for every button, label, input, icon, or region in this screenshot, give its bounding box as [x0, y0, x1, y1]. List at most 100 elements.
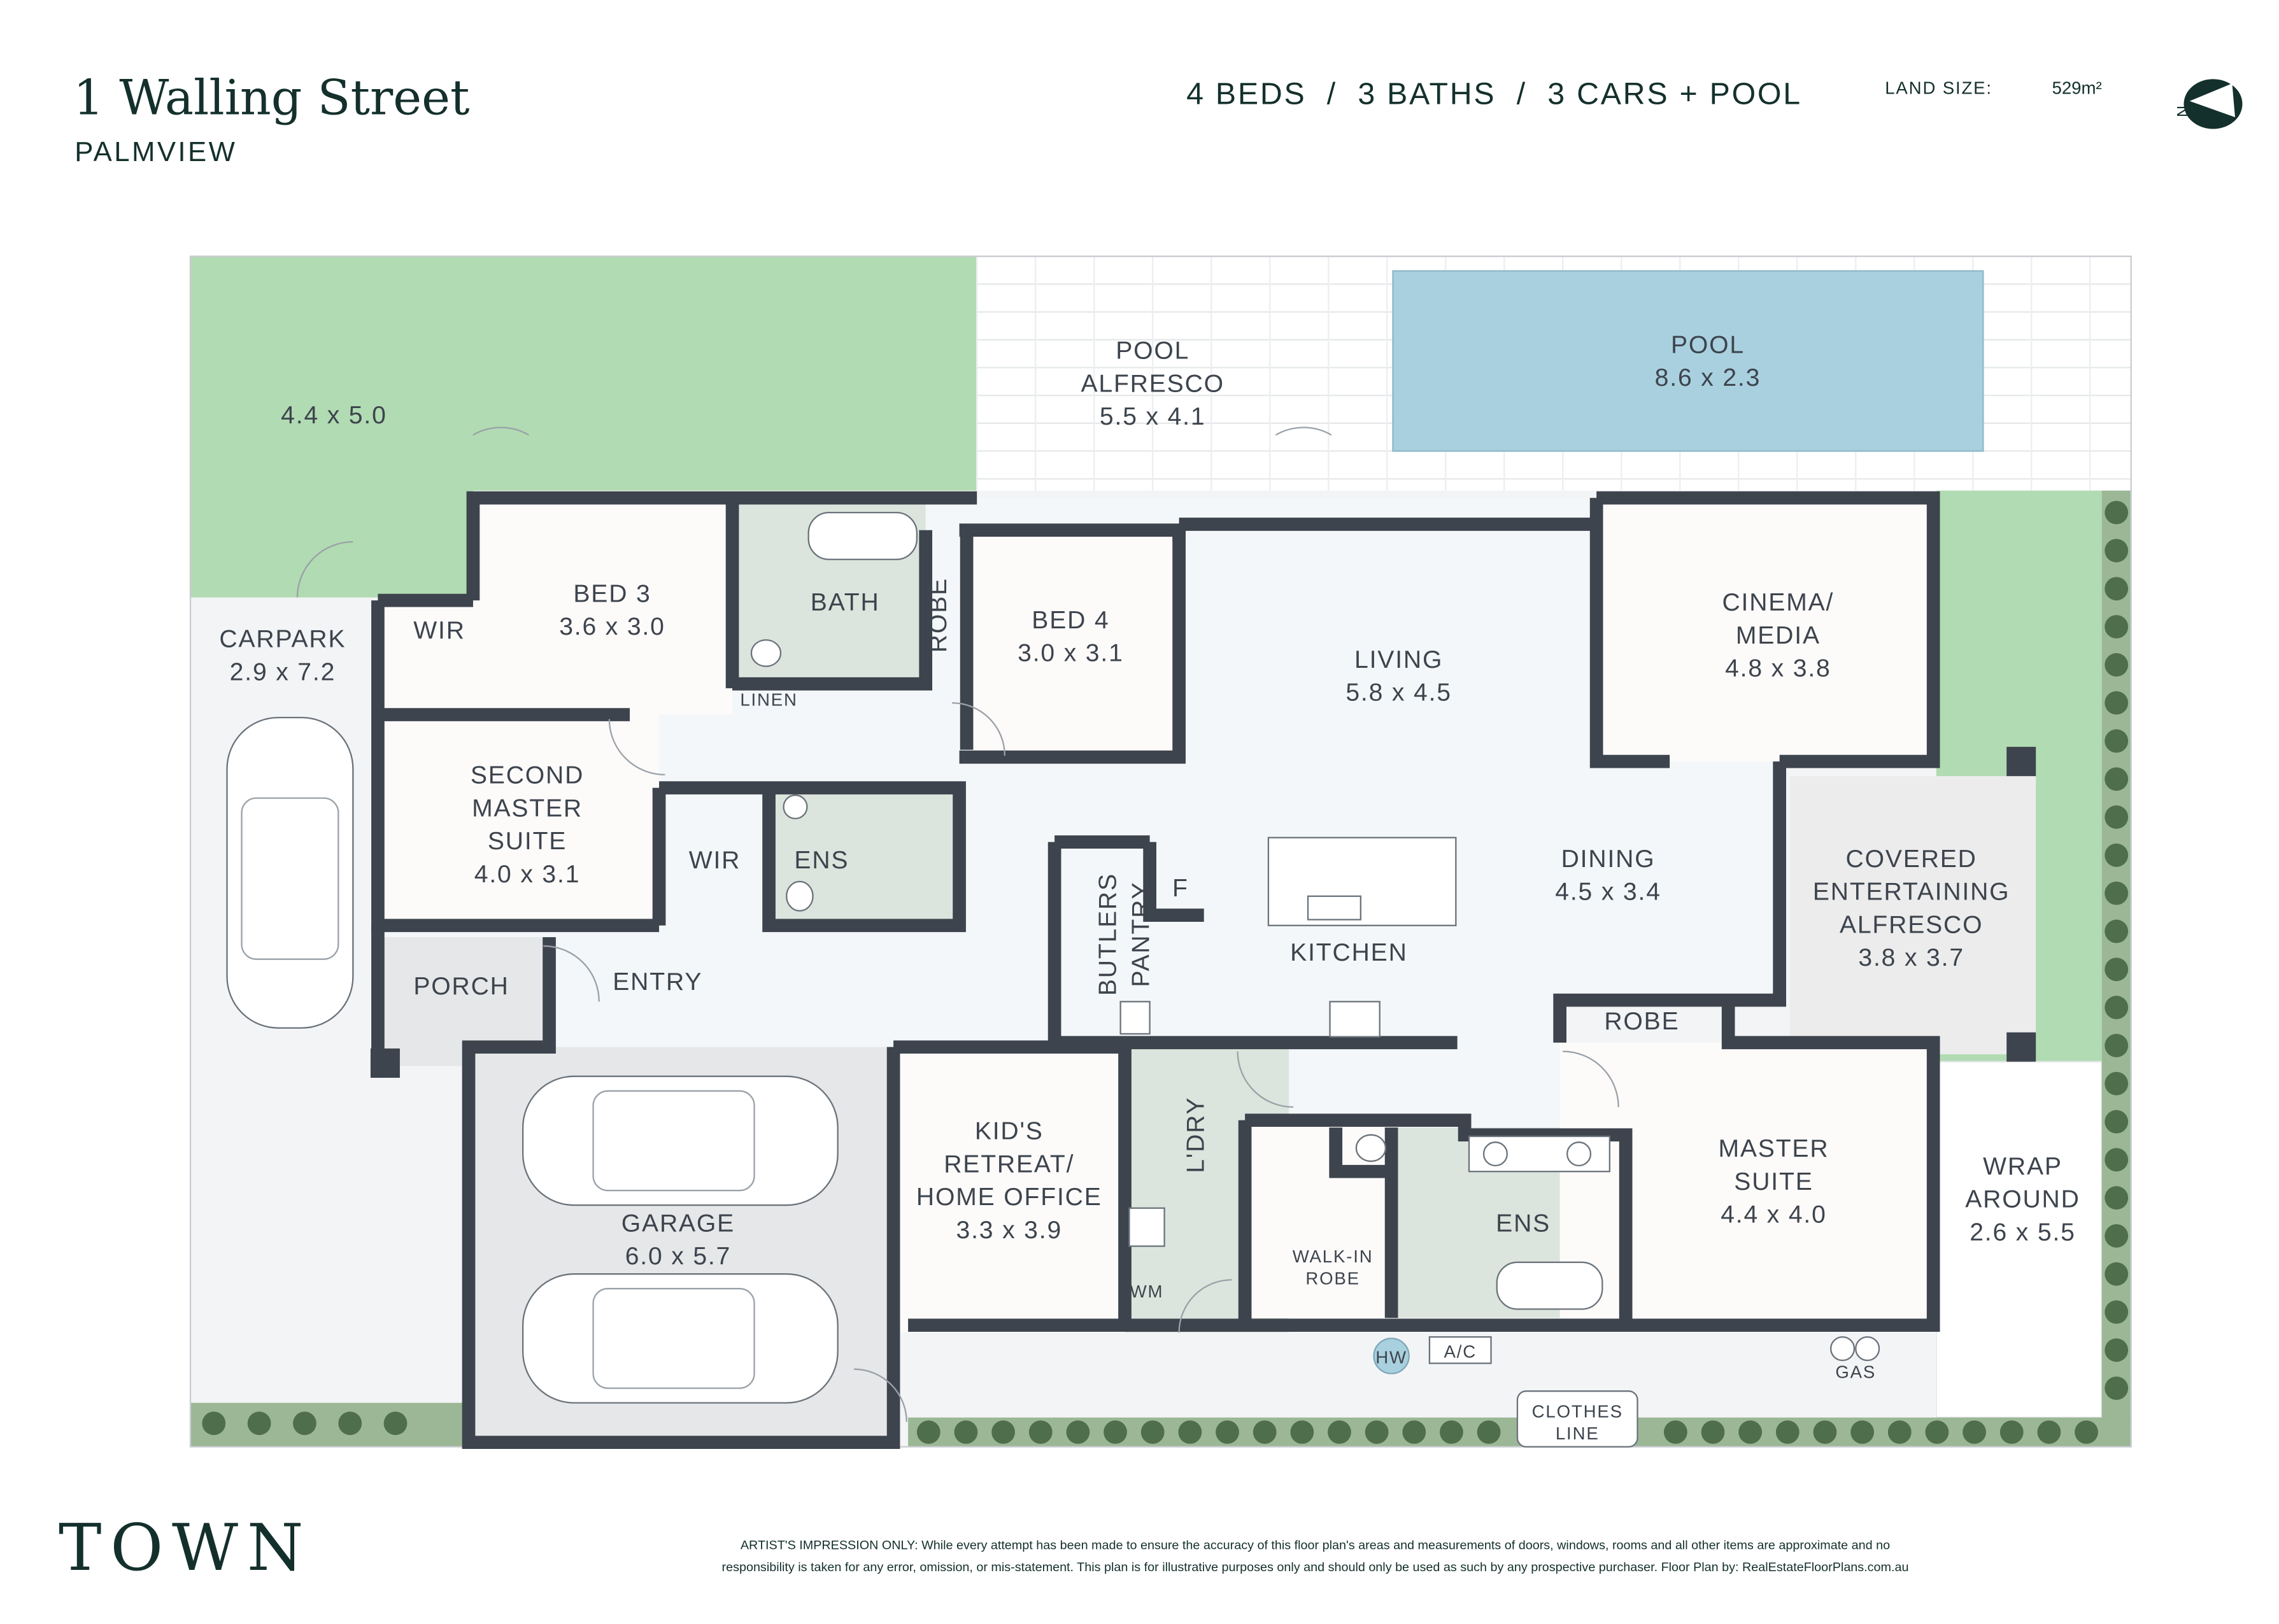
hot-water-icon	[1373, 1338, 1410, 1374]
shrub-icon	[2105, 1300, 2129, 1324]
shrub-icon	[1104, 1420, 1127, 1444]
shrub-icon	[991, 1420, 1015, 1444]
shrub-icon	[1813, 1420, 1837, 1444]
lawn-area	[190, 256, 977, 598]
shrub-icon	[916, 1420, 941, 1444]
room-label-bed3: BED 3	[573, 580, 651, 607]
room-label-robe2: ROBE	[1604, 1008, 1679, 1035]
car-icon	[522, 1273, 839, 1404]
room-label-dining: 4.5 x 3.4	[1555, 879, 1661, 906]
room-label-bed4: 3.0 x 3.1	[1018, 640, 1124, 667]
shrub-icon	[2105, 805, 2129, 829]
toilet-icon	[786, 880, 814, 912]
room-label-cinema: CINEMA/	[1722, 589, 1834, 616]
room-label-carpark: CARPARK	[219, 626, 346, 653]
shrub-icon	[2105, 1186, 2129, 1210]
shrub-icon	[1440, 1420, 1463, 1444]
shrub-icon	[1216, 1420, 1239, 1444]
bathtub-icon	[807, 511, 918, 560]
room-label-robe1: ROBE	[925, 577, 952, 653]
room-label-second-master: SUITE	[488, 828, 567, 855]
room-label-pool-alfresco: 5.5 x 4.1	[1100, 403, 1206, 430]
shrub-icon	[1925, 1420, 1949, 1444]
room-label-pool-alfresco: ALFRESCO	[1081, 370, 1224, 397]
shrub-icon	[1028, 1420, 1053, 1444]
room-label-carpark: 2.9 x 7.2	[230, 658, 336, 686]
room-label-master: MASTER	[1718, 1135, 1829, 1162]
room-label-butlers: PANTRY	[1127, 882, 1154, 987]
shrub-icon	[2105, 1110, 2129, 1134]
shrub-icon	[2105, 500, 2129, 525]
wrap-around-area	[1935, 1061, 2103, 1418]
room-label-wir1: WIR	[413, 617, 465, 644]
room-label-kitchen: KITCHEN	[1290, 939, 1407, 966]
basin-icon	[783, 794, 808, 820]
room-label-kids: KID'S	[975, 1118, 1044, 1145]
car-icon	[522, 1075, 839, 1206]
shrub-icon	[1253, 1420, 1277, 1444]
suburb: PALMVIEW	[75, 136, 237, 167]
shrub-icon	[2105, 881, 2129, 905]
room-label-wir2: WIR	[689, 847, 741, 874]
shrub-icon	[2105, 919, 2129, 943]
shrub-icon	[2105, 1338, 2129, 1362]
room-label-entry: ENTRY	[613, 968, 702, 996]
shrub-icon	[1850, 1420, 1875, 1444]
clothes-line	[1516, 1390, 1638, 1448]
kitchen-island	[1267, 837, 1457, 926]
shrub-icon	[2105, 729, 2129, 753]
shrub-icon	[1963, 1420, 1986, 1444]
room-label-kids: RETREAT/	[944, 1150, 1074, 1178]
room-label-wrap: WRAP	[1983, 1153, 2062, 1180]
shrub-icon	[2105, 577, 2129, 601]
shrub-icon	[1701, 1420, 1725, 1444]
room-label-ens2: ENS	[794, 847, 849, 874]
shrub-icon	[1887, 1420, 1912, 1444]
room-label-kids: 3.3 x 3.9	[956, 1217, 1063, 1244]
north-compass-icon: N	[2174, 79, 2243, 129]
sink-icon	[1119, 1001, 1151, 1035]
laundry-tub-icon	[1128, 1207, 1165, 1247]
shrub-icon	[2105, 1148, 2129, 1172]
room-label-pool: 8.6 x 2.3	[1655, 364, 1761, 392]
sink-icon	[1307, 895, 1361, 921]
shrub-icon	[202, 1411, 226, 1436]
shrub-icon	[383, 1411, 408, 1436]
shrub-icon	[1663, 1420, 1687, 1444]
address-title: 1 Walling Street	[73, 69, 470, 125]
room-label-garage: GARAGE	[621, 1210, 735, 1237]
room-label-hw: HW	[1375, 1347, 1407, 1367]
room-label-pool: POOL	[1671, 331, 1745, 358]
room-label-kids: HOME OFFICE	[916, 1183, 1102, 1211]
room-label-wrap: 2.6 x 5.5	[1970, 1218, 2076, 1246]
room-label-fridge: F	[1172, 875, 1189, 902]
hedge-bottom-left	[190, 1402, 469, 1447]
walls	[370, 491, 2036, 1450]
shrub-icon	[1066, 1420, 1090, 1444]
shrub-icon	[1178, 1420, 1202, 1444]
cooktop-icon	[1329, 1001, 1381, 1038]
shrub-icon	[2105, 996, 2129, 1019]
north-label: N	[2174, 106, 2192, 117]
toilet-icon	[1355, 1134, 1387, 1162]
room-label-covered: ALFRESCO	[1840, 911, 1983, 938]
room-label-wm: WM	[1130, 1282, 1164, 1301]
room-label-yard: 4.4 x 5.0	[281, 402, 387, 429]
shrub-icon	[1365, 1420, 1389, 1444]
shrub-icon	[2037, 1420, 2061, 1444]
property-features: 4 BEDS / 3 BATHS / 3 CARS + POOL	[1186, 76, 1802, 111]
covered-alfresco-area	[1789, 776, 2036, 1055]
land-size-label: LAND SIZE:	[1885, 78, 1992, 97]
room-label-second-master: 4.0 x 3.1	[474, 861, 581, 888]
room-label-garage: 6.0 x 5.7	[625, 1243, 732, 1270]
room-label-butlers: BUTLERS	[1095, 873, 1122, 996]
shrub-icon	[2105, 1376, 2129, 1401]
disclaimer-line-2: responsibility is taken for any error, o…	[722, 1560, 1909, 1574]
room-label-covered: ENTERTAINING	[1813, 879, 2010, 906]
shrub-icon	[2105, 615, 2129, 639]
room-label-master: 4.4 x 4.0	[1721, 1201, 1827, 1229]
room-label-wrap: AROUND	[1965, 1186, 2080, 1213]
room-label-covered: COVERED	[1846, 845, 1977, 873]
